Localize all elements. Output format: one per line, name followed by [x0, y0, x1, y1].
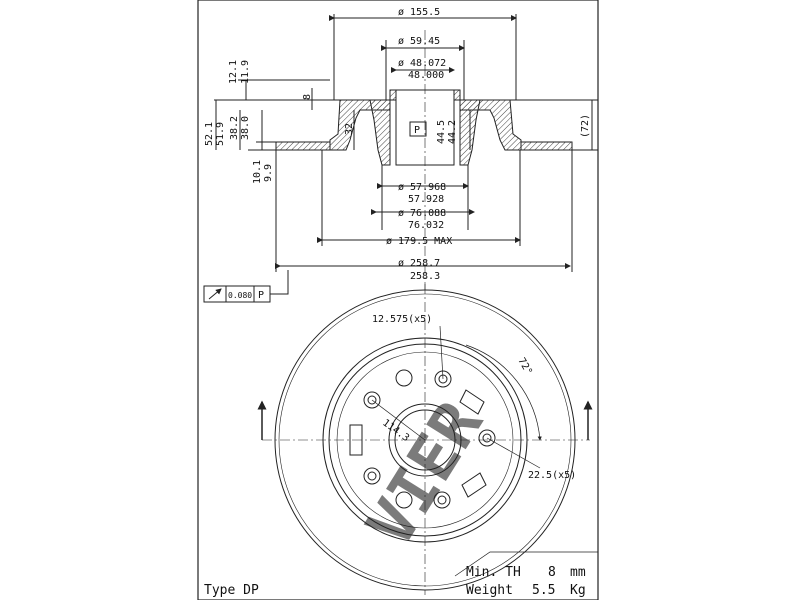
- dim-52-1: 52.1: [204, 122, 215, 146]
- hub-left: [369, 89, 397, 166]
- slot-1: [459, 389, 485, 415]
- dim-51-9: 51.9: [215, 122, 226, 146]
- dim-76-032: 76.032: [408, 220, 444, 231]
- slots-label: 22.5(x5): [528, 470, 576, 481]
- angle-label: 72°: [515, 356, 534, 377]
- holes-label: 12.575(x5): [372, 314, 432, 325]
- lug-hole-4: [363, 467, 381, 485]
- vent-hole-1: [395, 369, 413, 387]
- dim-38-0: 38.0: [240, 116, 251, 140]
- dim-32: 32: [344, 123, 355, 135]
- section-view: [214, 14, 598, 290]
- dim-48-000: 48.000: [408, 70, 444, 81]
- friction-ring-left: [275, 141, 331, 151]
- dim-179-5: ø 179.5 MAX: [386, 236, 452, 247]
- dim-12-1: 12.1: [228, 60, 239, 84]
- weight-unit: Kg: [570, 583, 586, 598]
- lug-hole-3: [433, 491, 451, 509]
- dim-8: 8: [302, 94, 313, 100]
- dim-72: (72): [580, 114, 591, 138]
- watermark-logo: VIER: [353, 389, 498, 559]
- slot-3: [349, 424, 363, 456]
- dim-9-9: 9.9: [263, 164, 274, 182]
- lug-hole-5: [363, 391, 381, 409]
- min-th-label: Min. TH: [466, 565, 521, 580]
- dim-57-968: ø 57.968: [398, 182, 446, 193]
- min-th-unit: mm: [570, 565, 586, 580]
- dim-44-5: 44.5: [436, 120, 447, 144]
- dim-155-5: ø 155.5: [398, 7, 440, 18]
- min-th-value: 8: [548, 565, 556, 580]
- lug-hole-1: [434, 370, 452, 388]
- type-label: Type DP: [204, 583, 259, 598]
- weight-label: Weight: [466, 583, 513, 598]
- weight-value: 5.5: [532, 583, 555, 598]
- lug-hole-2: [478, 429, 496, 447]
- tolerance-frame: [203, 270, 289, 303]
- dim-57-928: 57.928: [408, 194, 444, 205]
- datum-label: P: [414, 125, 420, 136]
- dim-38-2: 38.2: [229, 116, 240, 140]
- dim-76-088: ø 76.088: [398, 208, 446, 219]
- frame: [197, 0, 599, 600]
- vent-hole-2: [395, 491, 413, 509]
- dim-59-45: ø 59.45: [398, 36, 440, 47]
- dim-48-072: ø 48.072: [398, 58, 446, 69]
- datum-box: [409, 121, 427, 137]
- slot-2: [461, 472, 487, 498]
- dim-10-1: 10.1: [252, 160, 263, 184]
- tolerance-value: 0.080: [228, 291, 252, 300]
- dim-11-9: 11.9: [240, 60, 251, 84]
- dim-44-2: 44.2: [447, 120, 458, 144]
- dim-258-3: 258.3: [410, 271, 440, 282]
- dim-258-7: ø 258.7: [398, 258, 440, 269]
- front-view: [257, 284, 598, 595]
- friction-ring-right: [520, 141, 573, 151]
- tolerance-datum: P: [258, 290, 264, 301]
